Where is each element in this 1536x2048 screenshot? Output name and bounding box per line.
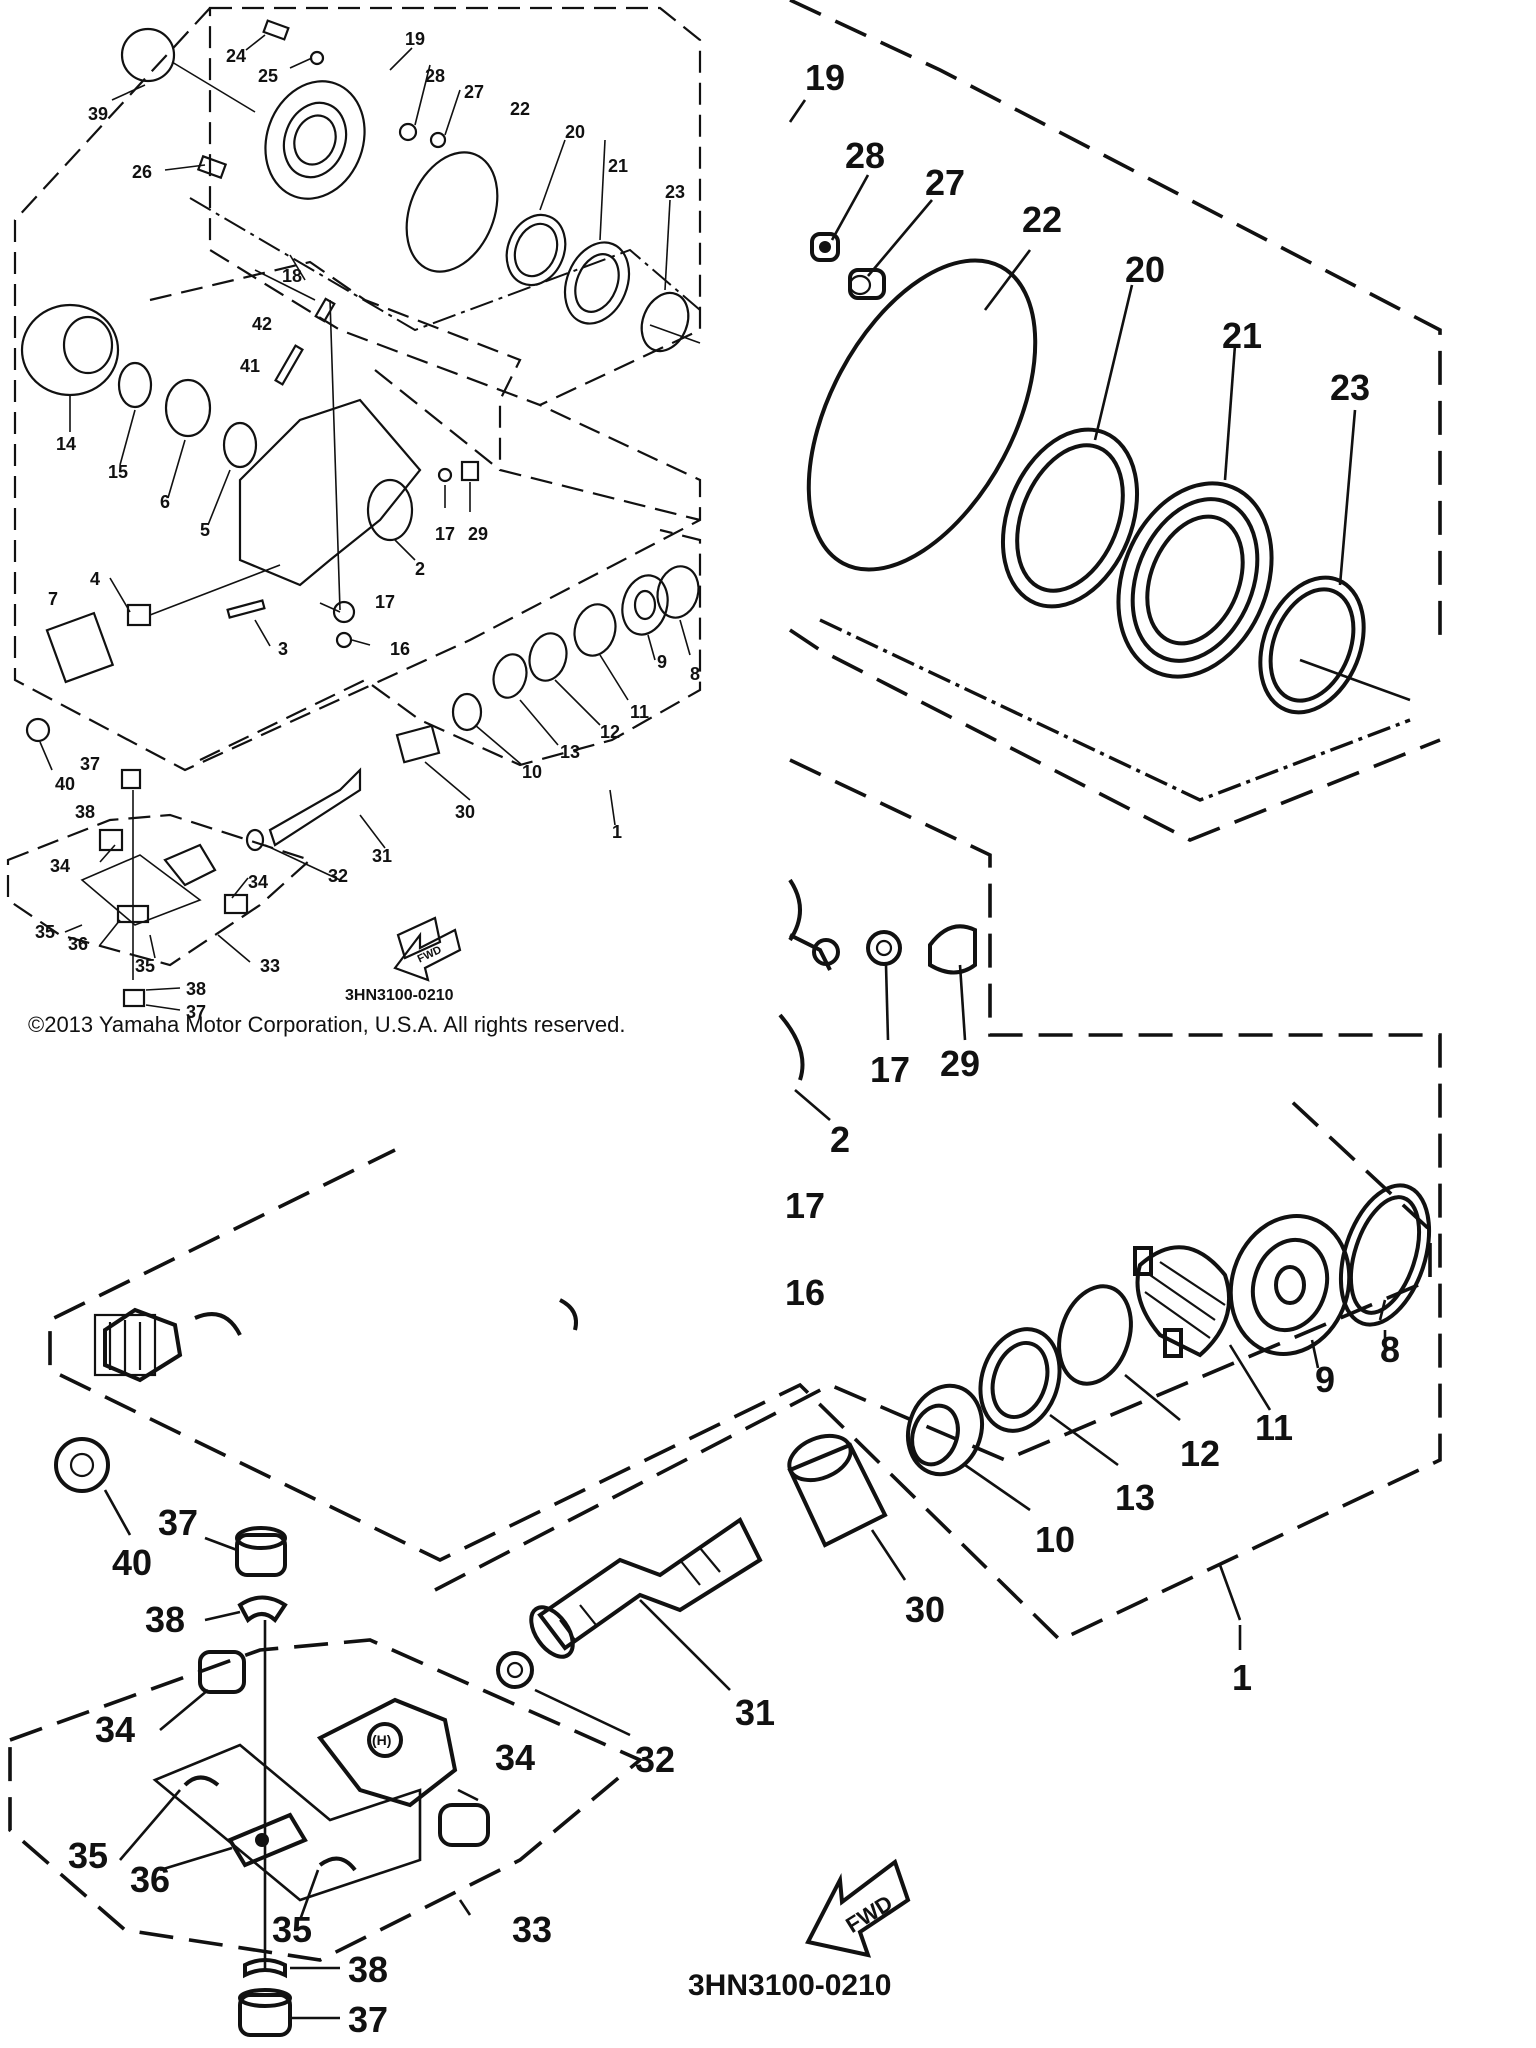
label-2: 2 (415, 559, 425, 579)
big-label-20: 20 (1125, 249, 1165, 290)
label-12: 12 (600, 722, 620, 742)
label-39: 39 (88, 104, 108, 124)
label-38b: 38 (186, 979, 206, 999)
label-30: 30 (455, 802, 475, 822)
copyright-notice: ©2013 Yamaha Motor Corporation, U.S.A. A… (28, 1012, 626, 1037)
big-label-9: 9 (1315, 1359, 1335, 1400)
overview-diagram-code: 3HN3100-0210 (345, 987, 454, 1004)
big-label-37a: 37 (158, 1502, 198, 1543)
label-13: 13 (560, 742, 580, 762)
big-label-22: 22 (1022, 199, 1062, 240)
label-3: 3 (278, 639, 288, 659)
label-32: 32 (328, 866, 348, 886)
label-42: 42 (252, 314, 272, 334)
label-17b: 17 (375, 592, 395, 612)
big-label-36: 36 (130, 1859, 170, 1900)
label-18: 18 (282, 266, 302, 286)
label-4: 4 (90, 569, 100, 589)
label-37b: 37 (186, 1002, 206, 1022)
big-label-34a: 34 (95, 1709, 135, 1750)
big-label-33: 33 (512, 1909, 552, 1950)
detail-diagram-code: 3HN3100-0210 (688, 1969, 891, 2002)
big-label-29: 29 (940, 1043, 980, 1084)
label-24: 24 (226, 46, 246, 66)
svg-text:(H): (H) (372, 1732, 391, 1748)
big-label-1: 1 (1232, 1657, 1252, 1698)
label-20: 20 (565, 122, 585, 142)
label-23: 23 (665, 182, 685, 202)
label-1: 1 (612, 822, 622, 842)
label-6: 6 (160, 492, 170, 512)
big-label-16: 16 (785, 1272, 825, 1313)
label-25: 25 (258, 66, 278, 86)
label-40: 40 (55, 774, 75, 794)
label-9: 9 (657, 652, 667, 672)
label-36: 36 (68, 934, 88, 954)
big-label-23: 23 (1330, 367, 1370, 408)
big-label-35a: 35 (68, 1835, 108, 1876)
label-34a: 34 (50, 856, 70, 876)
label-5: 5 (200, 520, 210, 540)
label-16: 16 (390, 639, 410, 659)
big-label-13: 13 (1115, 1477, 1155, 1518)
big-label-10: 10 (1035, 1519, 1075, 1560)
label-41: 41 (240, 356, 260, 376)
label-21: 21 (608, 156, 628, 176)
big-label-19: 19 (805, 57, 845, 98)
label-8: 8 (690, 664, 700, 684)
detail-fwd-arrow: FWD 3HN3100-0210 (688, 1858, 911, 2002)
label-17a: 17 (435, 524, 455, 544)
big-label-34b: 34 (495, 1737, 535, 1778)
big-label-8: 8 (1380, 1329, 1400, 1370)
label-31: 31 (372, 846, 392, 866)
big-label-12: 12 (1180, 1433, 1220, 1474)
label-7: 7 (48, 589, 58, 609)
label-29: 29 (468, 524, 488, 544)
big-label-27: 27 (925, 162, 965, 203)
overview-callout-lines (39, 34, 691, 1011)
detail-diagram: (H) (8, 0, 1442, 2037)
big-label-2: 2 (830, 1119, 850, 1160)
label-35b: 35 (135, 956, 155, 976)
big-label-32: 32 (635, 1739, 675, 1780)
big-label-28: 28 (845, 135, 885, 176)
big-label-31: 31 (735, 1692, 775, 1733)
big-label-17a: 17 (870, 1049, 910, 1090)
big-label-17b: 17 (785, 1185, 825, 1226)
label-14: 14 (56, 434, 76, 454)
label-38a: 38 (75, 802, 95, 822)
label-26: 26 (132, 162, 152, 182)
big-label-38a: 38 (145, 1599, 185, 1640)
big-label-21: 21 (1222, 315, 1262, 356)
label-35a: 35 (35, 922, 55, 942)
label-37a: 37 (80, 754, 100, 774)
label-19: 19 (405, 29, 425, 49)
detail-labels: 19 28 27 22 20 21 23 17 29 2 17 16 8 9 1… (68, 57, 1400, 2040)
label-27: 27 (464, 82, 484, 102)
label-10: 10 (522, 762, 542, 782)
label-34b: 34 (248, 872, 268, 892)
big-label-37b: 37 (348, 1999, 388, 2040)
big-label-30: 30 (905, 1589, 945, 1630)
big-label-11: 11 (1255, 1407, 1293, 1448)
label-33: 33 (260, 956, 280, 976)
overview-labels: 39 24 25 19 28 27 22 20 21 23 26 18 42 4… (35, 29, 700, 1022)
detail-callout-lines (103, 99, 1387, 2020)
label-15: 15 (108, 462, 128, 482)
big-label-38b: 38 (348, 1949, 388, 1990)
big-label-40: 40 (112, 1542, 152, 1583)
label-28: 28 (425, 66, 445, 86)
label-11: 11 (630, 702, 649, 722)
label-22: 22 (510, 99, 530, 119)
big-label-35b: 35 (272, 1909, 312, 1950)
